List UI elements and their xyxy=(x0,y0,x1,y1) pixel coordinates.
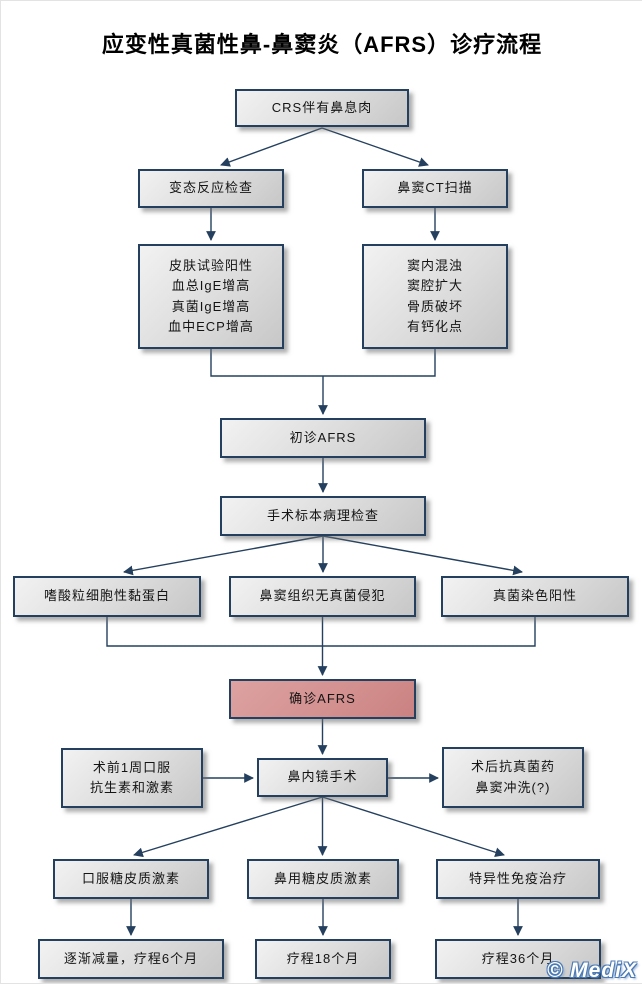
node-course-36-months-label: 疗程36个月 xyxy=(481,950,555,966)
connector-crs-to-ct-scan xyxy=(321,127,429,167)
node-mucin-label: 嗜酸粒细胞性黏蛋白 xyxy=(43,588,170,604)
node-course-36-months: 疗程36个月 xyxy=(435,939,601,979)
node-pathology: 手术标本病理检查 xyxy=(220,496,426,536)
node-surgery: 鼻内镜手术 xyxy=(257,758,388,797)
connector-crs-to-allergy-exam xyxy=(220,127,323,167)
node-ct-findings-line: 有钙化点 xyxy=(406,318,463,334)
connector-results-merge xyxy=(106,617,536,647)
node-taper-6-months: 逐渐减量，疗程6个月 xyxy=(38,939,224,979)
node-preop-meds: 术前1周口服 抗生素和激素 xyxy=(61,748,203,808)
node-immunotherapy: 特异性免疫治疗 xyxy=(436,859,600,899)
node-nasal-steroid: 鼻用糖皮质激素 xyxy=(247,859,399,899)
node-allergy-findings-line: 真菌IgE增高 xyxy=(171,298,251,314)
node-preop-meds-line: 抗生素和激素 xyxy=(89,780,174,795)
node-allergy-findings: 皮肤试验阳性 血总IgE增高 真菌IgE增高 血中ECP增高 xyxy=(138,244,284,349)
node-allergy-findings-line: 血中ECP增高 xyxy=(168,318,254,334)
node-preop-meds-line: 术前1周口服 xyxy=(92,759,172,775)
node-allergy-exam-label: 变态反应检查 xyxy=(168,180,253,196)
node-ct-findings-line: 骨质破坏 xyxy=(406,298,463,314)
node-initial-dx: 初诊AFRS xyxy=(220,418,426,458)
node-immunotherapy-label: 特异性免疫治疗 xyxy=(468,870,567,886)
node-surgery-label: 鼻内镜手术 xyxy=(287,769,358,785)
node-allergy-findings-line: 皮肤试验阳性 xyxy=(168,258,253,274)
connector-findings-merge xyxy=(210,349,436,377)
node-confirmed-afrs-label: 确诊AFRS xyxy=(289,690,356,706)
node-stain-positive-label: 真菌染色阳性 xyxy=(492,588,577,604)
medix-watermark: © MediX xyxy=(546,959,637,982)
page-title: 应变性真菌性鼻-鼻窦炎（AFRS）诊疗流程 xyxy=(101,32,543,57)
node-initial-dx-label: 初诊AFRS xyxy=(289,429,357,445)
node-crs: CRS伴有鼻息肉 xyxy=(235,89,409,127)
node-postop-care-line: 鼻窦冲洗(?) xyxy=(475,779,551,795)
node-ct-findings: 窦内混浊 窦腔扩大 骨质破坏 有钙化点 xyxy=(362,244,508,349)
node-course-18-months-label: 疗程18个月 xyxy=(286,950,360,966)
node-postop-care-line: 术后抗真菌药 xyxy=(470,759,555,775)
node-course-18-months: 疗程18个月 xyxy=(255,939,391,979)
node-pathology-label: 手术标本病理检查 xyxy=(266,507,379,523)
node-nasal-steroid-label: 鼻用糖皮质激素 xyxy=(273,870,372,886)
node-ct-scan: 鼻窦CT扫描 xyxy=(362,169,508,208)
node-crs-label: CRS伴有鼻息肉 xyxy=(271,99,373,115)
node-ct-scan-label: 鼻窦CT扫描 xyxy=(397,180,473,196)
node-allergy-exam: 变态反应检查 xyxy=(138,169,284,208)
node-mucin: 嗜酸粒细胞性黏蛋白 xyxy=(13,576,201,617)
node-stain-positive: 真菌染色阳性 xyxy=(441,576,629,617)
node-allergy-findings-line: 血总IgE增高 xyxy=(171,278,251,294)
connector-pathology-to-stain-positive xyxy=(322,535,523,576)
node-ct-findings-line: 窦内混浊 xyxy=(406,258,463,274)
node-confirmed-afrs: 确诊AFRS xyxy=(229,679,416,719)
connector-pathology-to-mucin xyxy=(123,535,324,576)
node-no-invasion-label: 鼻窦组织无真菌侵犯 xyxy=(259,588,386,604)
node-oral-steroid: 口服糖皮质激素 xyxy=(53,859,209,899)
node-taper-6-months-label: 逐渐减量，疗程6个月 xyxy=(63,950,199,966)
node-no-invasion: 鼻窦组织无真菌侵犯 xyxy=(229,576,416,617)
node-ct-findings-line: 窦腔扩大 xyxy=(406,278,463,294)
node-oral-steroid-label: 口服糖皮质激素 xyxy=(81,870,180,886)
node-postop-care: 术后抗真菌药 鼻窦冲洗(?) xyxy=(442,747,584,808)
